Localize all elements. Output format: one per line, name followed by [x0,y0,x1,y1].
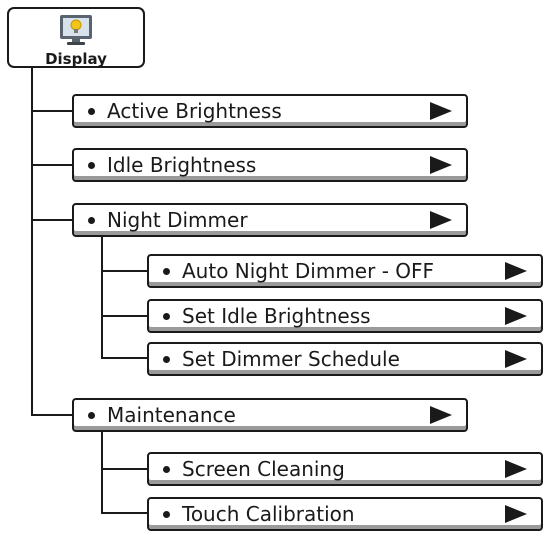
menu-item-set-idle-brightness[interactable]: Set Idle Brightness [147,299,543,333]
connector-night-dimmer-branch [101,236,103,359]
menu-item-label: Auto Night Dimmer - OFF [182,259,435,283]
menu-item-label: Set Dimmer Schedule [182,347,400,371]
menu-item-label: Touch Calibration [182,502,355,526]
submenu-arrow-icon [505,460,527,478]
connector-set-dimmer-schedule [101,357,147,359]
connector-touch-calibration [101,512,147,514]
submenu-arrow-icon [430,156,452,174]
bullet [163,356,170,363]
menu-item-label: Maintenance [107,403,236,427]
bullet [163,268,170,275]
bullet [163,313,170,320]
submenu-arrow-icon [505,350,527,368]
display-root-label: Display [45,50,107,68]
menu-item-label: Set Idle Brightness [182,304,371,328]
connector-active-brightness [31,110,72,112]
connector-maintenance-branch [101,432,103,514]
menu-item-label: Idle Brightness [107,153,257,177]
submenu-arrow-icon [430,102,452,120]
submenu-arrow-icon [430,211,452,229]
menu-item-label: Night Dimmer [107,208,248,232]
display-root-node[interactable]: Display [7,7,145,68]
submenu-arrow-icon [505,262,527,280]
menu-item-set-dimmer-schedule[interactable]: Set Dimmer Schedule [147,342,543,376]
bullet [88,108,95,115]
connector-idle-brightness [31,164,72,166]
menu-item-idle-brightness[interactable]: Idle Brightness [72,148,468,182]
display-settings-icon [60,15,92,45]
menu-item-screen-cleaning[interactable]: Screen Cleaning [147,452,543,486]
bullet [88,217,95,224]
bullet [163,466,170,473]
submenu-arrow-icon [430,406,452,424]
menu-item-maintenance[interactable]: Maintenance [72,398,468,432]
bullet [88,412,95,419]
connector-night-dimmer [31,219,72,221]
bullet [88,162,95,169]
connector-maintenance [31,414,72,416]
menu-item-auto-night-dimmer[interactable]: Auto Night Dimmer - OFF [147,254,543,288]
submenu-arrow-icon [505,505,527,523]
menu-item-touch-calibration[interactable]: Touch Calibration [147,497,543,531]
connector-set-idle-brightness [101,315,147,317]
connector-auto-night-dimmer [101,270,147,272]
menu-item-label: Screen Cleaning [182,457,345,481]
submenu-arrow-icon [505,307,527,325]
menu-item-label: Active Brightness [107,99,282,123]
menu-item-night-dimmer[interactable]: Night Dimmer [72,203,468,237]
menu-item-active-brightness[interactable]: Active Brightness [72,94,468,128]
connector-trunk [31,68,33,416]
bullet [163,511,170,518]
connector-screen-cleaning [101,468,147,470]
